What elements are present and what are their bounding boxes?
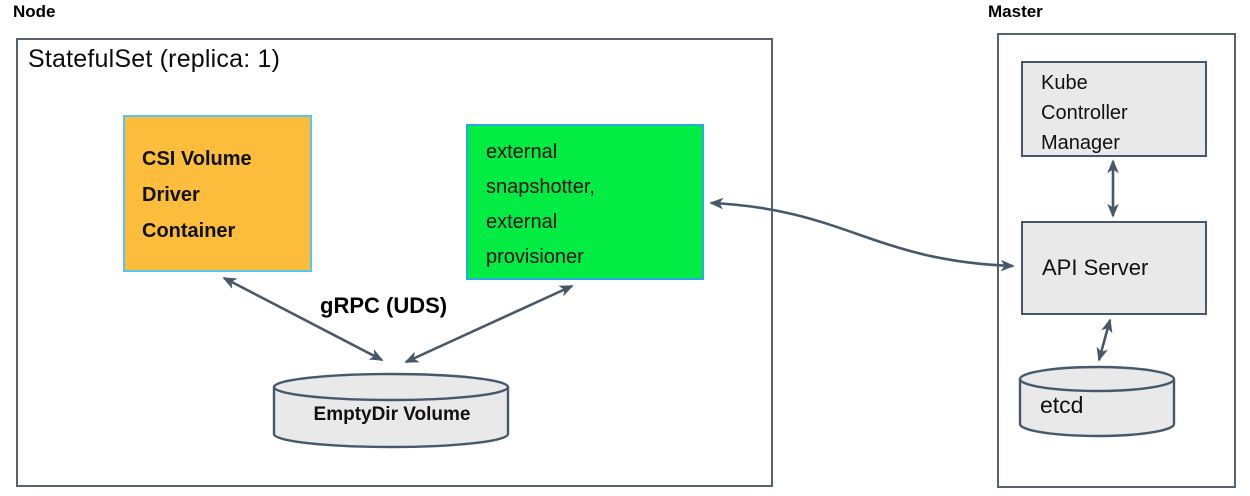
api-server-box: API Server xyxy=(1021,221,1207,315)
api-server-label: API Server xyxy=(1042,255,1149,280)
kube-controller-manager-box: Kube Controller Manager xyxy=(1021,61,1207,157)
statefulset-title: StatefulSet (replica: 1) xyxy=(28,45,281,73)
csi-volume-driver-container-label: CSI Volume Driver Container xyxy=(142,148,252,242)
external-sidecars-box: external snapshotter, external provision… xyxy=(466,124,704,280)
external-sidecars-label: external snapshotter, external provision… xyxy=(486,141,595,268)
cylinder-shape-icon xyxy=(272,372,510,449)
emptydir-volume-cylinder: EmptyDir Volume xyxy=(272,370,512,452)
grpc-uds-label: gRPC (UDS) xyxy=(320,293,448,318)
node-group-label: Node xyxy=(13,2,56,21)
master-group-label: Master xyxy=(988,2,1043,21)
csi-volume-driver-container-box: CSI Volume Driver Container xyxy=(123,115,312,272)
emptydir-volume-label: EmptyDir Volume xyxy=(313,404,471,425)
etcd-label: etcd xyxy=(1040,392,1084,418)
etcd-cylinder: etcd xyxy=(1018,364,1176,442)
cylinder-shape-icon xyxy=(1018,365,1176,438)
kube-controller-manager-label: Kube Controller Manager xyxy=(1041,72,1128,154)
